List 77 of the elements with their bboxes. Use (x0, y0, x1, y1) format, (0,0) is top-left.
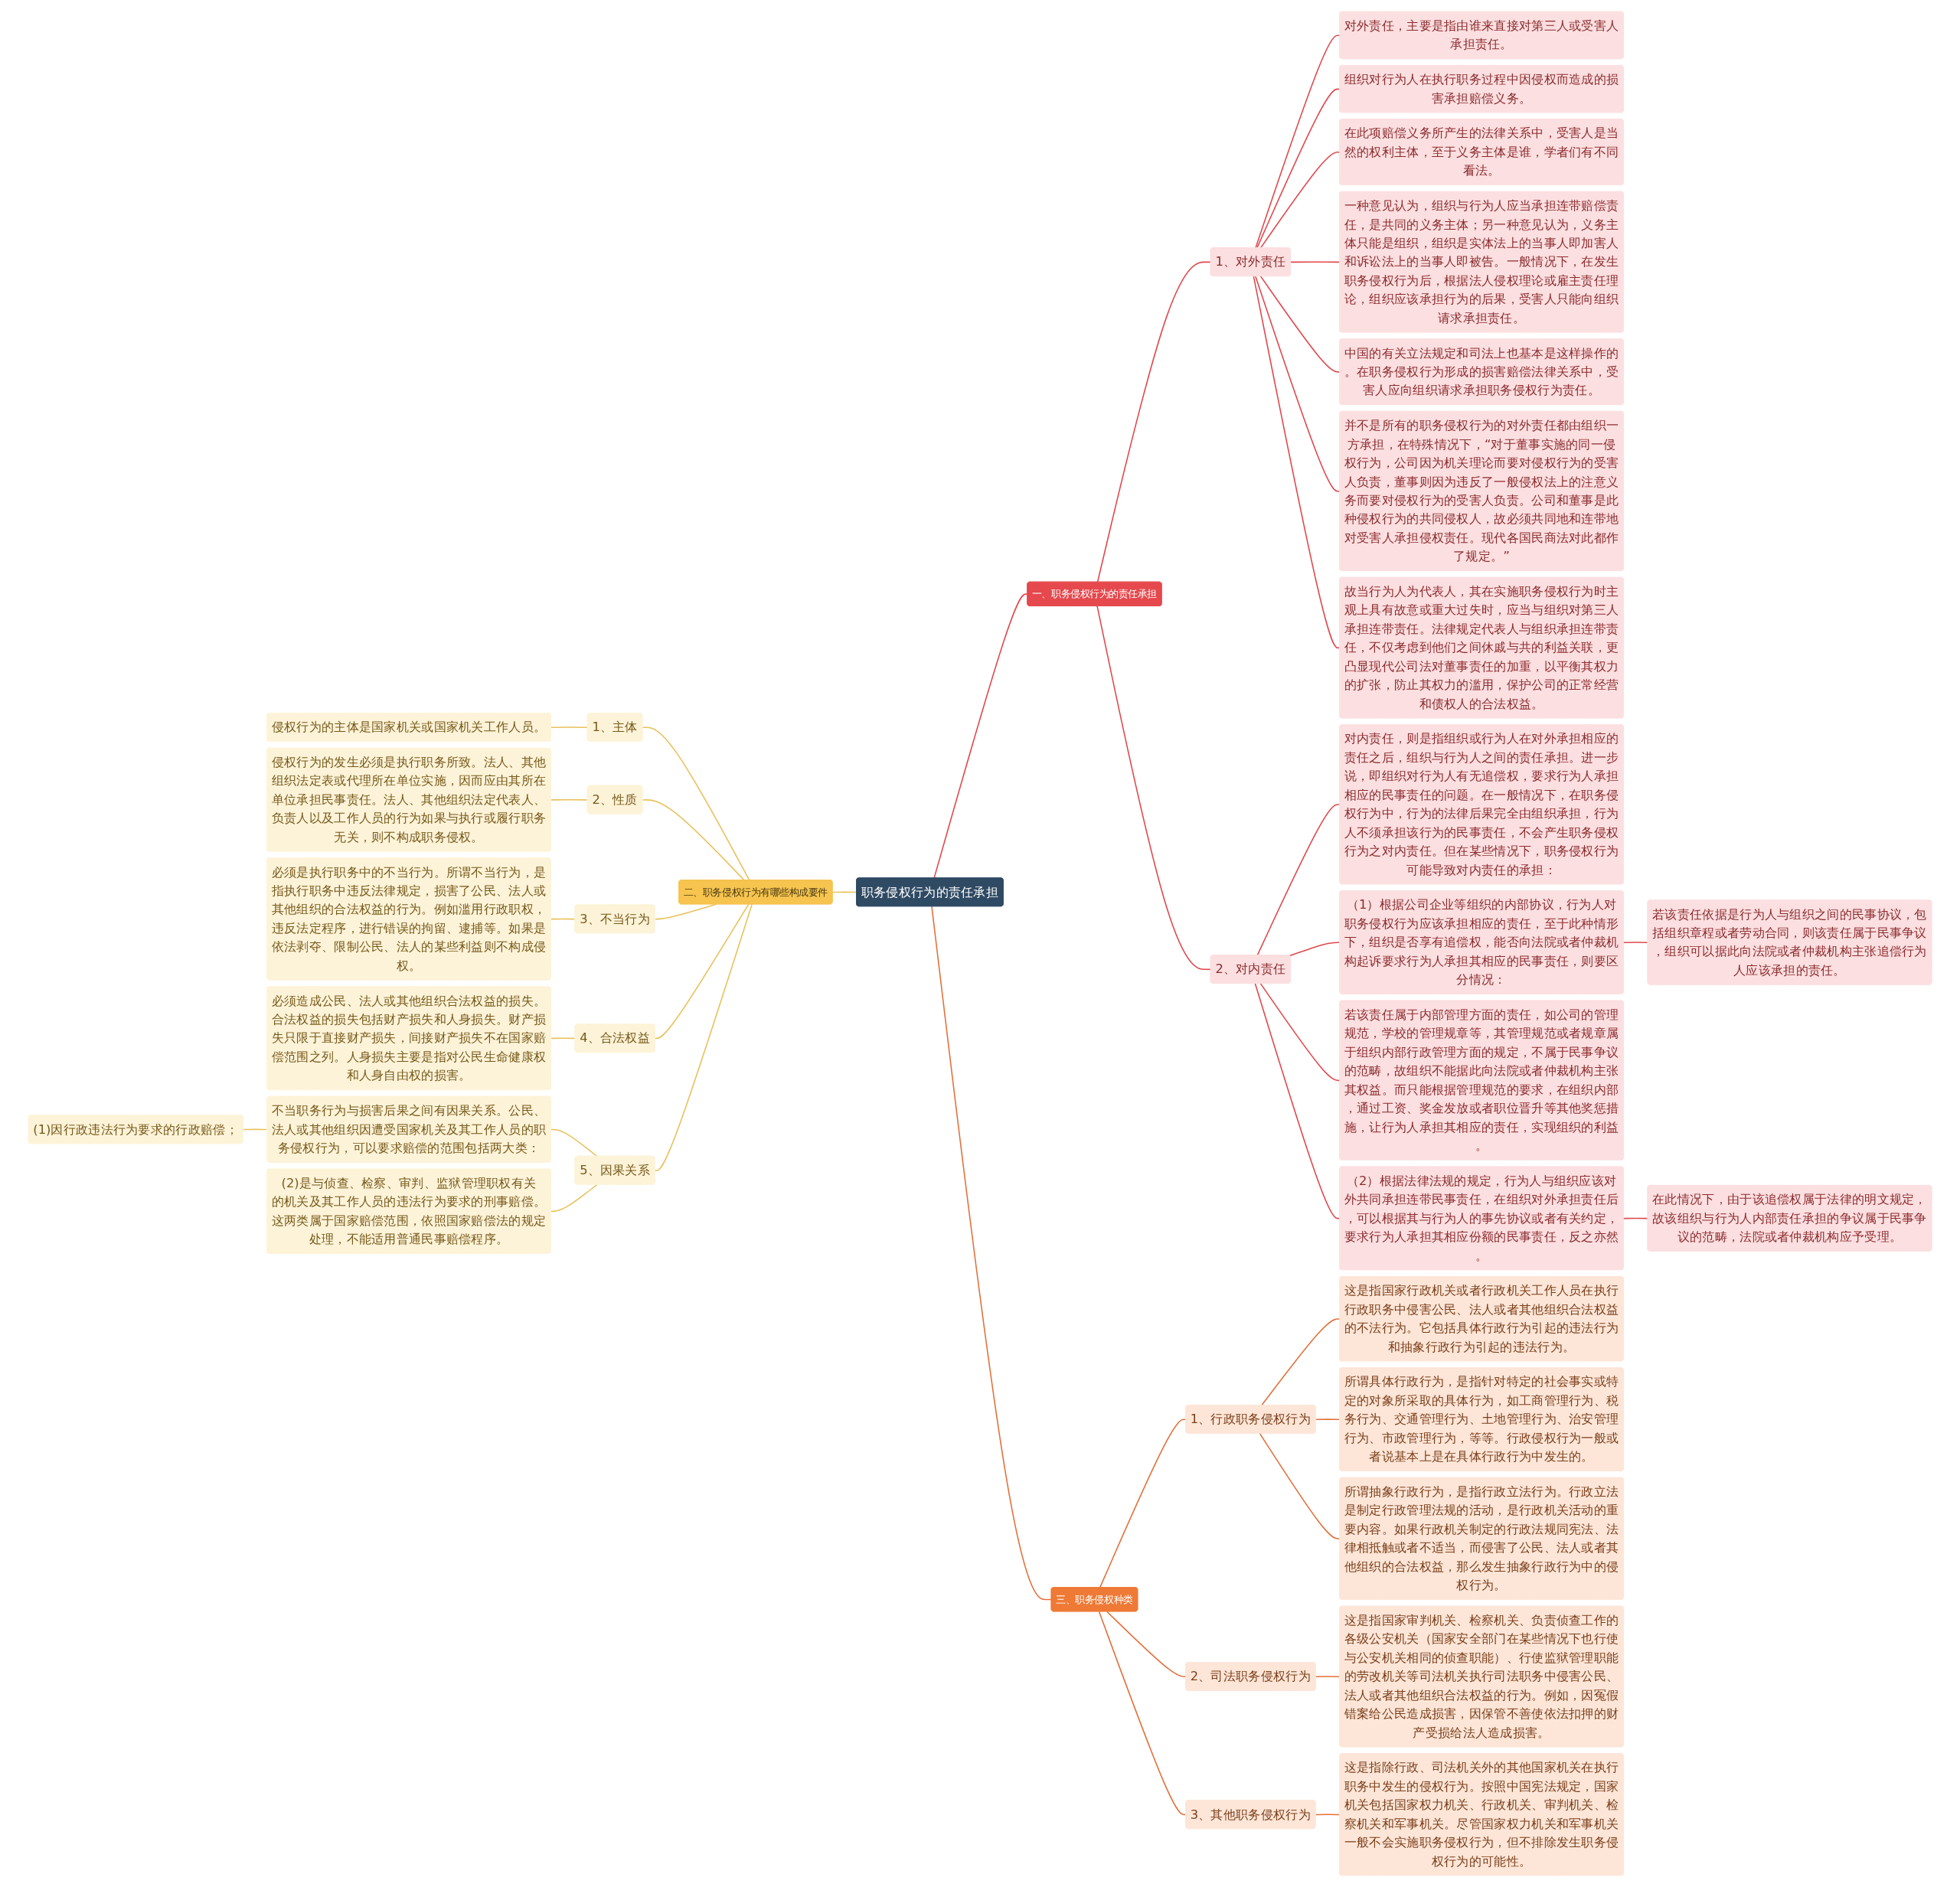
connector (1623, 1217, 1648, 1219)
connector (1099, 1419, 1187, 1588)
topic-box: （2）根据法律法规的规定，行为人与组织应该对外共同承担连带民事责任，在组织对外承担责任后，可以根据其与行为人的事先协议或者有关约定，要求行为人承担其相应份额的民事责任，反之亦然。 (1339, 1166, 1624, 1271)
connector (1253, 276, 1341, 649)
connector (654, 903, 753, 1171)
topic-box: 3、其他职务侵权行为 (1185, 1800, 1316, 1829)
connector (933, 593, 1028, 879)
topic-box: 必须造成公民、法人或其他组织合法权益的损失。合法权益的损失包括财产损失和人身损失。财产损失只限于直接财产损失，间接财产损失不在国家赔偿范围之列。人身损失主要是指对公民生命健康权和人身自由权的损害。 (266, 986, 551, 1090)
topic-box: 5、因果关系 (574, 1155, 655, 1185)
connector (1261, 1318, 1341, 1406)
topic-box: 中国的有关立法规定和司法上也基本是这样操作的。在职务侵权行为形成的损害赔偿法律关系中，受害人应向组织请求承担职务侵权行为责任。 (1339, 338, 1624, 405)
topic-box: 2、对内责任 (1210, 955, 1291, 984)
connector (654, 903, 717, 920)
connector (1256, 88, 1341, 249)
connector (642, 799, 745, 881)
connector (1256, 804, 1341, 956)
topic-box: 2、性质 (586, 785, 643, 815)
topic-box: 在此情况下，由于该追偿权属于法律的明文规定，故该组织与行为人内部责任承担的争议属于民事争议的范畴，法院或者仲裁机构应予受理。 (1647, 1185, 1932, 1252)
topic-box: 侵权行为的主体是国家机关或国家机关工作人员。 (266, 713, 551, 742)
topic-box: 这是指除行政、司法机关外的其他国家机关在执行职务中发生的侵权行为。按照中国宪法规定，国家机关包括国家权力机关、行政机关、审判机关、检察机关和军事机关。尽管国家权力机关和军事机关一般不会实施职务侵权行为，但不排除发生职务侵权行为的可能性。 (1339, 1753, 1624, 1876)
topic-box: 1、对外责任 (1210, 247, 1291, 276)
connector (1315, 1814, 1341, 1816)
connector (1255, 276, 1341, 492)
topic-box: 所谓具体行政行为，是指针对特定的社会事实或特定的对象所采取的具体行为，如工商管理行为、税务行为、交通管理行为、土地管理行为、治安管理行为、市政管理行为，等等。行政侵权行为一般或者说基本上是在具体行政行为中发生的。 (1339, 1367, 1624, 1471)
connector (550, 918, 576, 920)
topic-box: 2、司法职务侵权行为 (1185, 1662, 1316, 1691)
connector (1259, 1433, 1341, 1539)
topic-box: 在此项赔偿义务所产生的法律关系中，受害人是当然的权利主体，至于义务主体是谁，学者们有不同看法。 (1339, 119, 1624, 185)
topic-box: 二、职务侵权行为有哪些构成要件 (678, 880, 833, 905)
connector (1098, 1611, 1187, 1816)
connector (1289, 942, 1341, 957)
connector (550, 1128, 598, 1157)
connector (1623, 942, 1648, 944)
connector (550, 798, 589, 801)
topic-box: 若该责任属于内部管理方面的责任，如公司的管理规范，学校的管理规章等，其管理规范或者规章属于组织内部行政管理方面的规定，不属于民事争议的范畴，故组织不能据此向法院或者仲裁机构主张其权益。而只能根据管理规范的要求，在组织内部，通过工资、奖金发放或者职位晋升等其他奖惩措施，让行为人承担其相应的责任，实现组织的利益。 (1339, 1000, 1624, 1161)
connector (931, 906, 1053, 1601)
connector (550, 1183, 598, 1213)
connector (642, 726, 750, 881)
connector (1315, 1419, 1341, 1421)
connector (1259, 983, 1341, 1082)
topic-box: 一、职务侵权行为的责任承担 (1027, 581, 1162, 606)
topic-box: 侵权行为的发生必须是执行职务所致。法人、其他组织法定表或代理所在单位实施，因而应由其所在单位承担民事责任。法人、其他组织法定代表人、负责人以及工作人员的行为如果与执行或履行职务无关，则不构成职务侵权。 (266, 747, 551, 852)
connector (1255, 34, 1341, 249)
topic-box: 一种意见认为，组织与行为人应当承担连带赔偿责任，是共同的义务主体；另一种意见认为，义务主体只能是组织，组织是实体法上的当事人即加害人和诉讼法上的当事人即被告。一般情况下，在发生职务侵权行为后，根据法人侵权理论或雇主责任理论，组织应该承担行为的后果，受害人只能向组织请求承担责任。 (1339, 191, 1624, 333)
connector (550, 1037, 576, 1040)
topic-box: 这是指国家行政机关或者行政机关工作人员在执行行政职务中侵害公民、法人或者其他组织合法权益的不法行为。它包括具体行政行为引起的违法行为和抽象行政行为引起的违法行为。 (1339, 1276, 1624, 1362)
connector (1106, 1611, 1187, 1678)
topic-box: 3、不当行为 (574, 904, 655, 934)
connector (1096, 606, 1212, 971)
topic-box: （1）根据公司企业等组织的内部协议，行为人对职务侵权行为应该承担相应的责任，至于此种情形下，组织是否享有追偿权，能否向法院或者仲裁机构起诉要求行为人承担其相应的民事责任，则要区分情况： (1339, 890, 1624, 994)
topic-box: (2)是与侦查、检察、审判、监狱管理职权有关的机关及其工作人员的违法行为要求的刑事赔偿。这两类属于国家赔偿范围，依照国家赔偿法的规定处理，不能适用普通民事赔偿程序。 (266, 1168, 551, 1254)
topic-box: 故当行为人为代表人，其在实施职务侵权行为时主观上具有故意或重大过失时，应当与组织对第三人承担连带责任。法律规定代表人与组织承担连带责任，不仅考虑到他们之间休戚与共的利益关联，更凸显现代公司法对董事责任的加重，以平衡其权力的扩张，防止其权力的滥用，保护公司的正常经营和债权人的合法权益。 (1339, 576, 1624, 719)
topic-box: 1、主体 (586, 713, 643, 742)
connector (1254, 983, 1341, 1219)
connector (242, 1128, 268, 1131)
connector (1290, 261, 1341, 263)
connector (831, 891, 858, 893)
topic-box: 对内责任，则是指组织或行为人在对外承担相应的责任之后，组织与行为人之间的责任承担。进一步说，即组织对行为人有无追偿权，要求行为人承担相应的民事责任的问题。在一般情况下，在职务侵权行为中，行为的法律后果完全由组织承担，行为人不须承担该行为的民事责任，不会产生职务侵权行为之对内责任。但在某些情况下，职务侵权行为可能导致对内责任的承担： (1339, 724, 1624, 885)
topic-box: 职务侵权行为的责任承担 (856, 877, 1004, 907)
topic-box: 三、职务侵权种类 (1050, 1587, 1138, 1612)
topic-box: 对外责任，主要是指由谁来直接对第三人或受害人承担责任。 (1339, 11, 1624, 59)
topic-box: 组织对行为人在执行职务过程中因侵权而造成的损害承担赔偿义务。 (1339, 65, 1624, 113)
topic-box: 4、合法权益 (574, 1023, 655, 1053)
connector (1315, 1676, 1341, 1678)
topic-box: 1、行政职务侵权行为 (1185, 1405, 1316, 1434)
topic-box: 所谓抽象行政行为，是指行政立法行为。行政立法是制定行政管理法规的活动，是行政机关活动的重要内容。如果行政机关制定的行政法规同宪法、法律相抵触或者不适当，而侵害了公民、法人或者其他组织的合法权益，那么发生抽象行政行为中的侵权行为。 (1339, 1477, 1624, 1600)
topic-box: 这是指国家审判机关、检察机关、负责侦查工作的各级公安机关（国家安全部门在某些情况下也行使与公安机关相同的侦查职能）、行使监狱管理职能的劳改机关等司法机关执行司法职务中侵害公民、法人或者其他组织合法权益的行为。例如，因冤假错案给公民造成损害，因保管不善使依法扣押的财产受损给法人造成损害。 (1339, 1605, 1624, 1748)
connector (654, 903, 750, 1040)
connector (1096, 261, 1212, 583)
connector (1259, 276, 1341, 373)
topic-box: (1)因行政违法行为要求的行政赔偿； (28, 1115, 243, 1144)
topic-box: 若该责任依据是行为人与组织之间的民事协议，包括组织章程或者劳动合同，则该责任属于民事争议，组织可以据此向法院或者仲裁机构主张追偿行为人应该承担的责任。 (1647, 899, 1932, 985)
topic-box: 并不是所有的职务侵权行为的对外责任都由组织一方承担，在特殊情况下，“对于董事实施的同一侵权行为，公司因为机关理论而要对侵权行为的受害人负责，董事则因为违反了一般侵权法上的注意义务而要对侵权行为的受害人负责。公司和董事是此种侵权行为的共同侵权人，故必须共同地和连带地对受害人承担侵权责任。现代各国民商法对此都作了规定。” (1339, 411, 1624, 571)
connector (550, 726, 589, 729)
connector (1259, 152, 1341, 249)
topic-box: 不当职务行为与损害后果之间有因果关系。公民、法人或其他组织因遭受国家机关及其工作人员的职务侵权行为，可以要求赔偿的范围包括两大类： (266, 1096, 551, 1163)
topic-box: 必须是执行职务中的不当行为。所谓不当行为，是指执行职务中违反法律规定，损害了公民、法人或其他组织的合法权益的行为。例如滥用行政职权，违反法定程序，进行错误的拘留、逮捕等。如果是依法剥夺、限制公民、法人的某些利益则不构成侵权。 (266, 857, 551, 981)
